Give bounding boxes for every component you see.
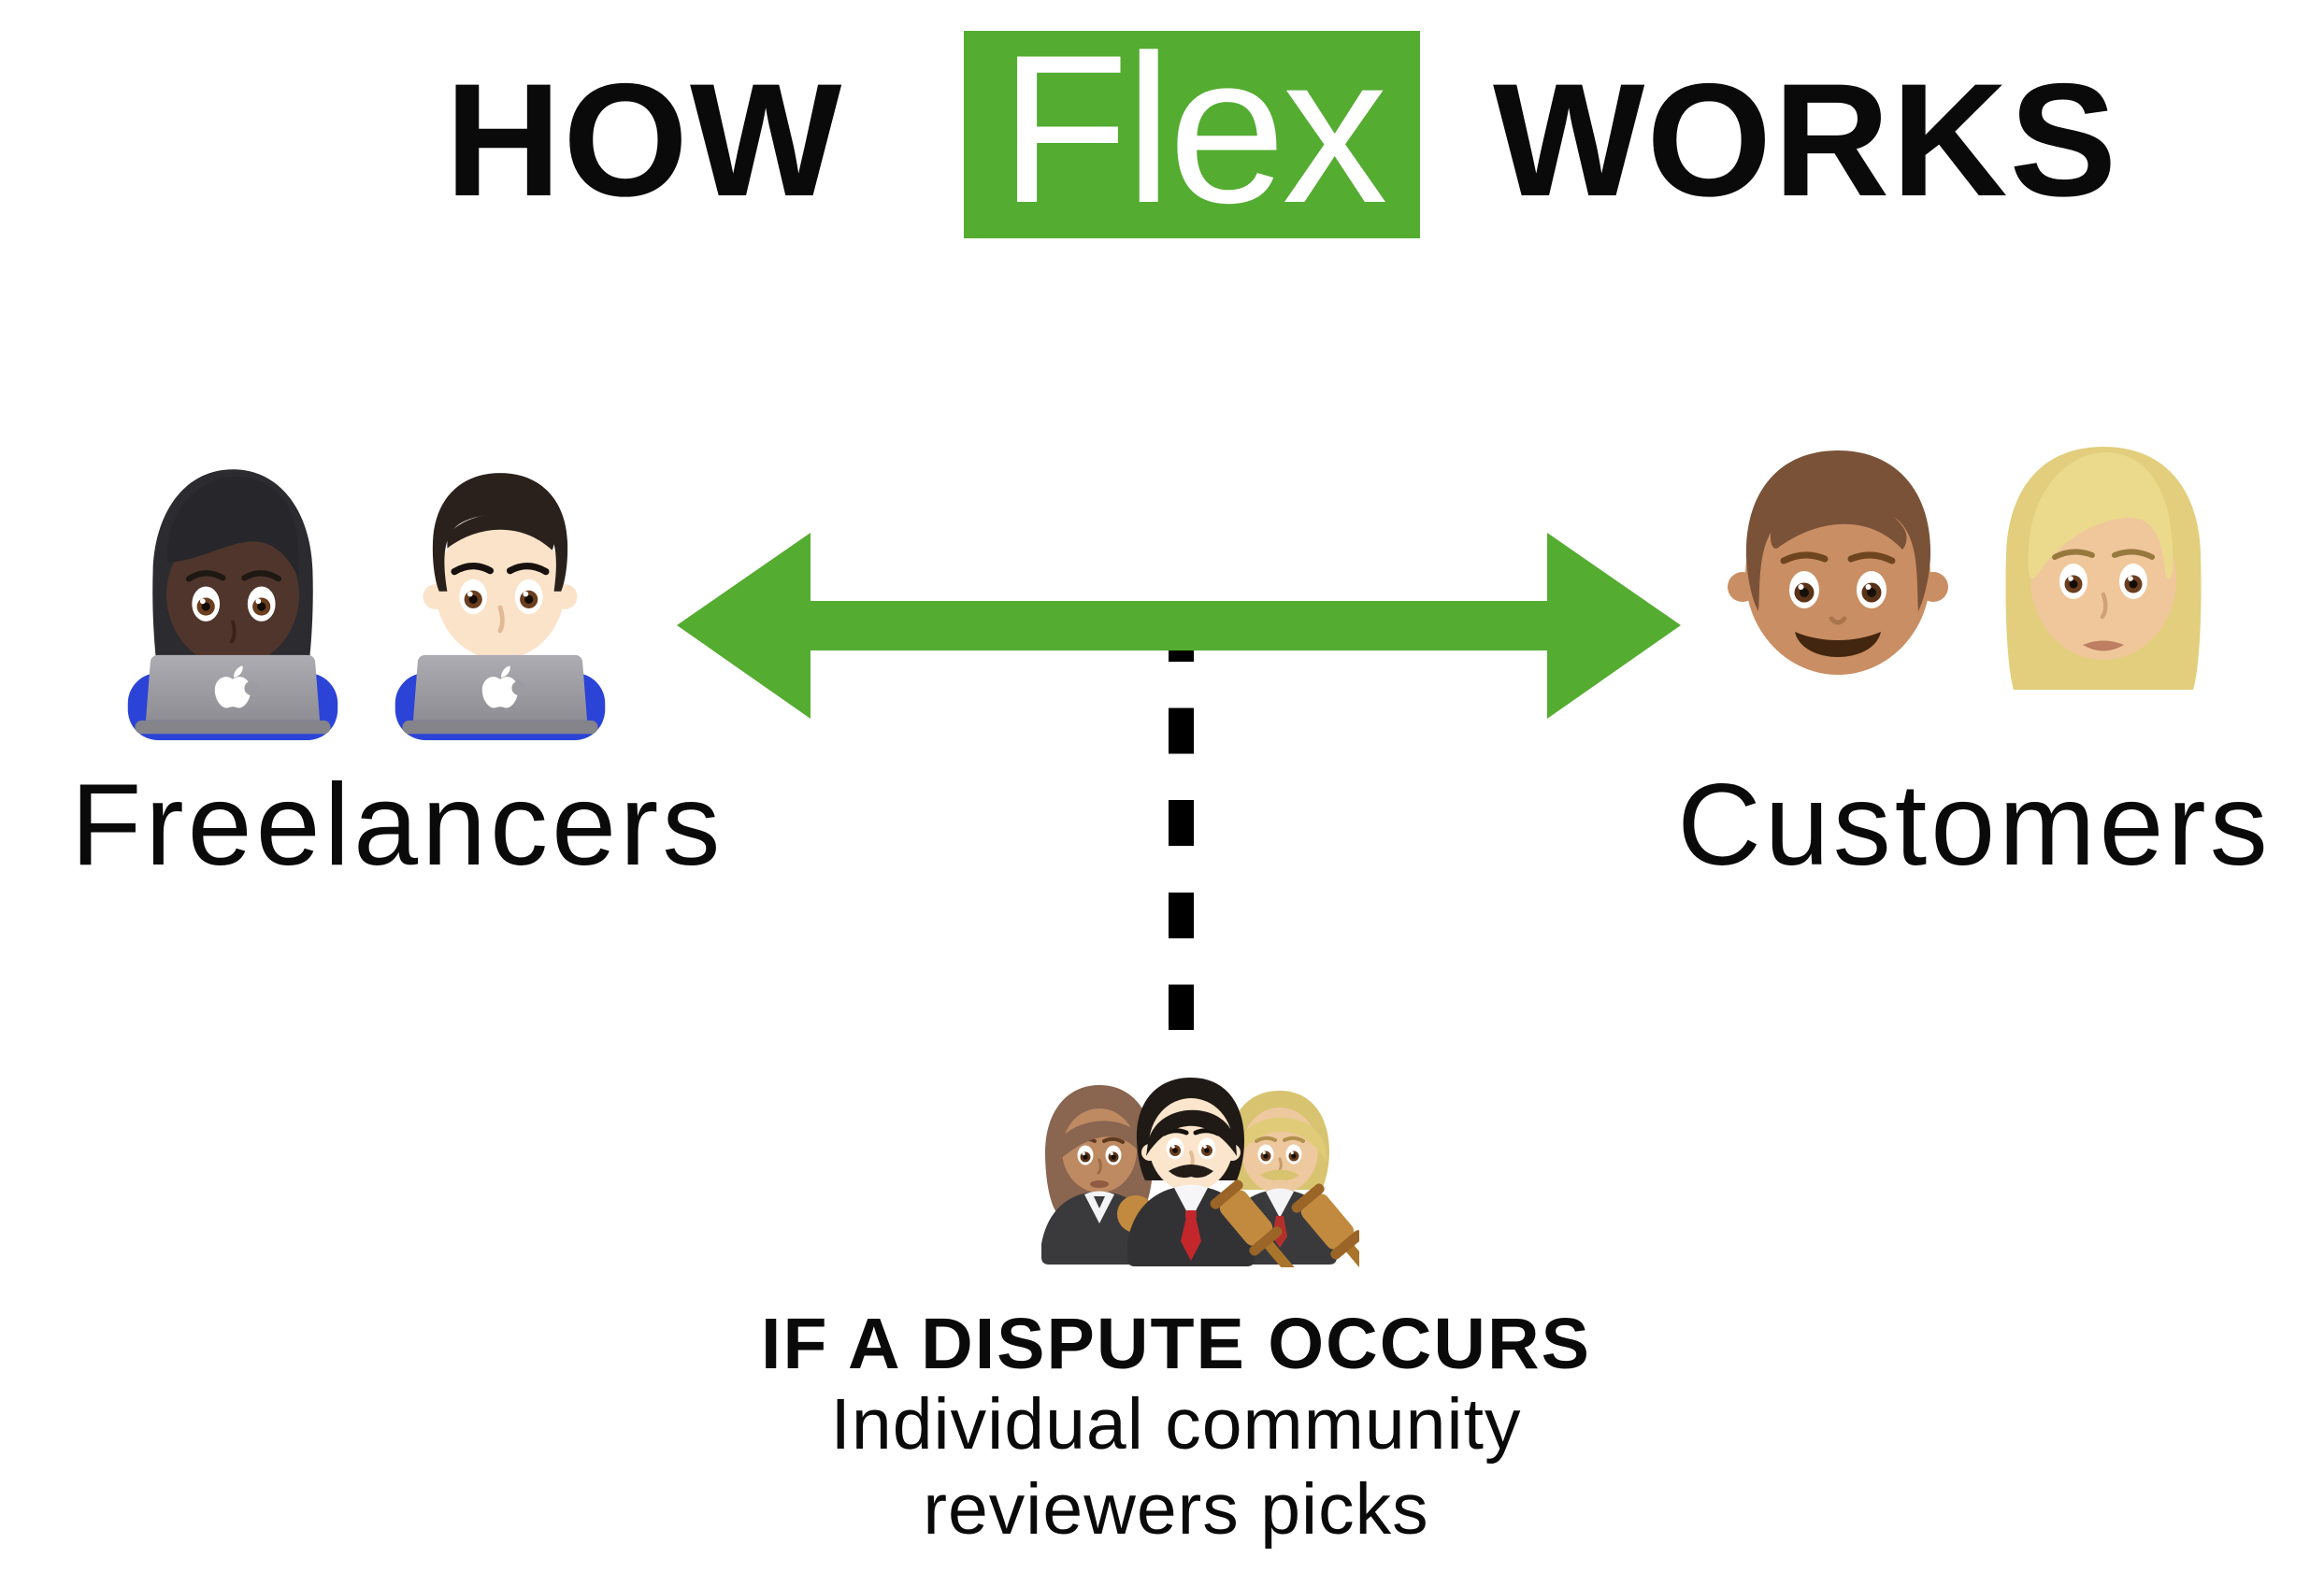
gavel-icon: [1291, 1183, 1359, 1267]
dispute-subline-1: Individual community: [830, 1384, 1522, 1465]
three-judges-emoji-group: [1041, 1078, 1359, 1267]
brand-name: Flex: [999, 10, 1388, 247]
woman-judge-emoji: [1041, 1085, 1157, 1265]
man-technologist-light-skin-emoji: [395, 473, 606, 740]
dispute-subline-2: reviewers picks: [923, 1469, 1429, 1550]
customers-label: Customers: [1677, 761, 2272, 890]
double-headed-arrow-icon: [677, 533, 1681, 719]
boy-medium-skin-emoji: [1728, 450, 1948, 675]
brand-badge: Flex: [964, 23, 1420, 238]
dispute-heading: IF A DISPUTE OCCURS: [761, 1304, 1591, 1384]
man-judge-emoji: [1127, 1078, 1255, 1266]
woman-blond-hair-emoji: [2005, 447, 2202, 690]
apple-logo-icon: [481, 665, 526, 708]
title-word-how: HOW: [445, 50, 844, 230]
woman-technologist-dark-skin-emoji: [127, 469, 338, 740]
dashed-connector-line: [1169, 616, 1194, 1030]
red-tie: [1181, 1217, 1201, 1261]
laptop-icon: [135, 654, 331, 735]
freelancers-label: Freelancers: [70, 761, 724, 890]
gavel-icon: [1210, 1179, 1304, 1267]
laptop-icon: [402, 654, 598, 735]
apple-logo-icon: [214, 665, 259, 708]
title-word-works: WORKS: [1493, 50, 2119, 230]
